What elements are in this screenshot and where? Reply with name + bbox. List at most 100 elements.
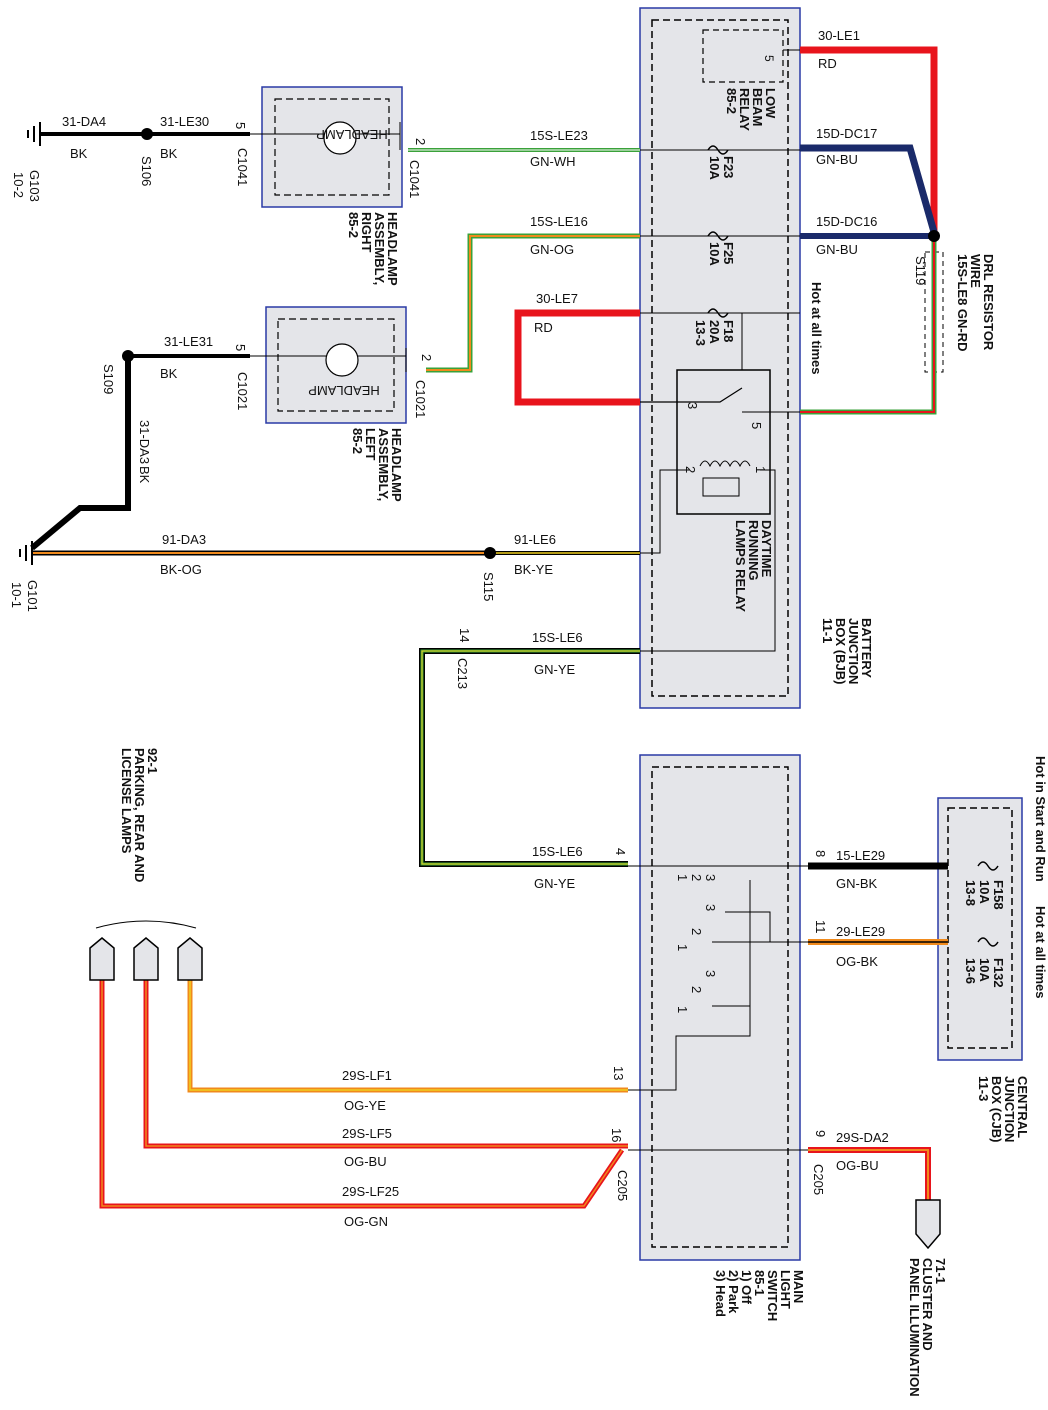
wire-15S-LE8-tracer (800, 236, 935, 413)
label-29S-DA2-color: OG-BU (836, 1158, 879, 1173)
label-15S-LE6-top: 15S-LE6 (532, 630, 583, 645)
label-15D-DC17: 15D-DC17 (816, 126, 877, 141)
label-S109: S109 (101, 364, 116, 394)
wire-29S-LF5 (143, 980, 628, 1149)
svg-text:LEFT: LEFT (363, 428, 378, 461)
label-91-LE6: 91-LE6 (514, 532, 556, 547)
battery-junction-box (639, 7, 801, 709)
label-31-LE31-color: BK (160, 366, 178, 381)
wire-31-DA3 (30, 356, 131, 551)
bjb-inner-outline (651, 19, 789, 697)
wire-15S-LE6 (419, 648, 640, 867)
drl-relay-box (676, 369, 771, 515)
label-C1041-left: C1041 (235, 148, 250, 186)
pin-c1021-5: 5 (233, 344, 248, 351)
drl-pin-3: 3 (685, 402, 700, 409)
label-15-LE29-color: GN-BK (836, 876, 878, 891)
splice-S115 (484, 547, 496, 559)
svg-text:LIGHT: LIGHT (778, 1270, 793, 1309)
note-hot-all-times-cjb: Hot at all times (1033, 906, 1048, 998)
label-15D-DC16-color: GN-BU (816, 242, 858, 257)
svg-text:RIGHT: RIGHT (359, 212, 374, 253)
headlamp-left-text: HEADLAMP (308, 383, 380, 398)
label-15-LE29: 15-LE29 (836, 848, 885, 863)
svg-text:ASSEMBLY,: ASSEMBLY, (376, 428, 391, 501)
svg-text:HEADLAMP: HEADLAMP (385, 212, 400, 286)
svg-text:2) Park: 2) Park (726, 1270, 741, 1314)
label-30-LE1-color: RD (818, 56, 837, 71)
pin-c1041-5: 5 (233, 122, 248, 129)
note-hot-all-times-bjb: Hot at all times (809, 282, 824, 374)
label-drl-resistor: DRL RESISTOR WIRE 15S-LE8 GN-RD (955, 254, 996, 352)
switch-line-head (725, 911, 771, 942)
svg-text:ASSEMBLY,: ASSEMBLY, (372, 212, 387, 285)
label-15S-LE16-color: GN-OG (530, 242, 574, 257)
wire-15D-DC17 (800, 144, 938, 233)
label-15D-DC17-color: GN-BU (816, 152, 858, 167)
wire-29S-LF25-tracer (101, 980, 623, 1207)
wire-29S-LF25 (99, 980, 625, 1209)
label-main-light-switch: MAIN LIGHT SWITCH 85-1 1) Off 2) Park 3)… (713, 1270, 806, 1321)
wire-29S-LF1 (187, 980, 628, 1093)
switch-pos-3-b: 3 (703, 904, 718, 911)
label-30-LE7: 30-LE7 (536, 291, 578, 306)
switch-pos-3-a: 3 (703, 874, 718, 881)
label-30-LE1: 30-LE1 (818, 28, 860, 43)
label-C213: C213 (455, 658, 470, 689)
label-G101: G101 (25, 580, 40, 612)
wire-30-LE7 (514, 309, 640, 406)
label-29S-LF1: 29S-LF1 (342, 1068, 392, 1083)
svg-text:DAYTIME: DAYTIME (759, 520, 774, 578)
drl-relay-coil-out (640, 469, 776, 652)
label-bjb: BATTERY JUNCTION BOX (BJB) 11-1 (820, 618, 874, 684)
fuse-F18-rating: 20A (707, 320, 722, 344)
fuse-F158-rating: 10A (977, 880, 992, 904)
fuse-F158-ref: 13-8 (963, 880, 978, 906)
splice-S119 (928, 230, 940, 242)
label-headlamp-right: HEADLAMP ASSEMBLY, RIGHT 85-2 (346, 212, 400, 286)
low-beam-relay-pin: 5 (762, 55, 776, 62)
svg-text:1) Off: 1) Off (739, 1270, 754, 1305)
label-C1021-right: C1021 (413, 380, 428, 418)
label-15S-LE6-bottom-color: GN-YE (534, 876, 576, 891)
label-C1021-left: C1021 (235, 372, 250, 410)
label-29S-LF25: 29S-LF25 (342, 1184, 399, 1199)
label-15S-LE6-top-color: GN-YE (534, 662, 576, 677)
svg-text:DRL RESISTOR: DRL RESISTOR (981, 254, 996, 351)
label-C205-right: C205 (811, 1164, 826, 1195)
pin-c205-13: 13 (611, 1066, 626, 1080)
label-15S-LE23: 15S-LE23 (530, 128, 588, 143)
svg-text:HEADLAMP: HEADLAMP (389, 428, 404, 502)
svg-text:85-2: 85-2 (724, 88, 739, 114)
wire-29S-DA2-tracer (808, 1149, 929, 1200)
switch-pos-1-a: 1 (675, 874, 690, 881)
pin-c213-14: 14 (457, 628, 472, 642)
drl-pin-5: 5 (749, 422, 764, 429)
fuse-F23-icon (707, 145, 729, 155)
switch-line-pin13 (628, 880, 751, 1091)
wire-15S-LE16-tracer (426, 235, 640, 371)
label-headlamp-left: HEADLAMP ASSEMBLY, LEFT 85-2 (350, 428, 404, 502)
label-29S-LF1-color: OG-YE (344, 1098, 386, 1113)
fuse-F132-id: F132 (991, 958, 1006, 988)
label-15S-LE6-bottom: 15S-LE6 (532, 844, 583, 859)
switch-pos-2-a: 2 (689, 874, 704, 881)
label-91-LE6-color: BK-YE (514, 562, 553, 577)
svg-text:BOX (BJB): BOX (BJB) (833, 618, 848, 684)
svg-text:71-1: 71-1 (933, 1258, 948, 1284)
fuse-F158-id: F158 (991, 880, 1006, 910)
svg-text:PARKING, REAR AND: PARKING, REAR AND (132, 748, 147, 882)
svg-text:15S-LE8 GN-RD: 15S-LE8 GN-RD (955, 254, 970, 352)
wire-15S-LE6-green (420, 649, 640, 866)
wire-30-LE1 (800, 46, 938, 232)
svg-text:RELAY: RELAY (737, 88, 752, 131)
fuse-F25-id: F25 (721, 242, 736, 264)
svg-text:LAMPS RELAY: LAMPS RELAY (733, 520, 748, 612)
fuse-F158-icon (977, 861, 999, 871)
drl-pin-1: 1 (753, 466, 768, 473)
pin-c205-8: 8 (813, 850, 828, 857)
svg-text:SWITCH: SWITCH (765, 1270, 780, 1321)
headlamp-right-text: HEADLAMP (316, 127, 388, 142)
wire-29S-LF1-tracer (189, 980, 628, 1091)
